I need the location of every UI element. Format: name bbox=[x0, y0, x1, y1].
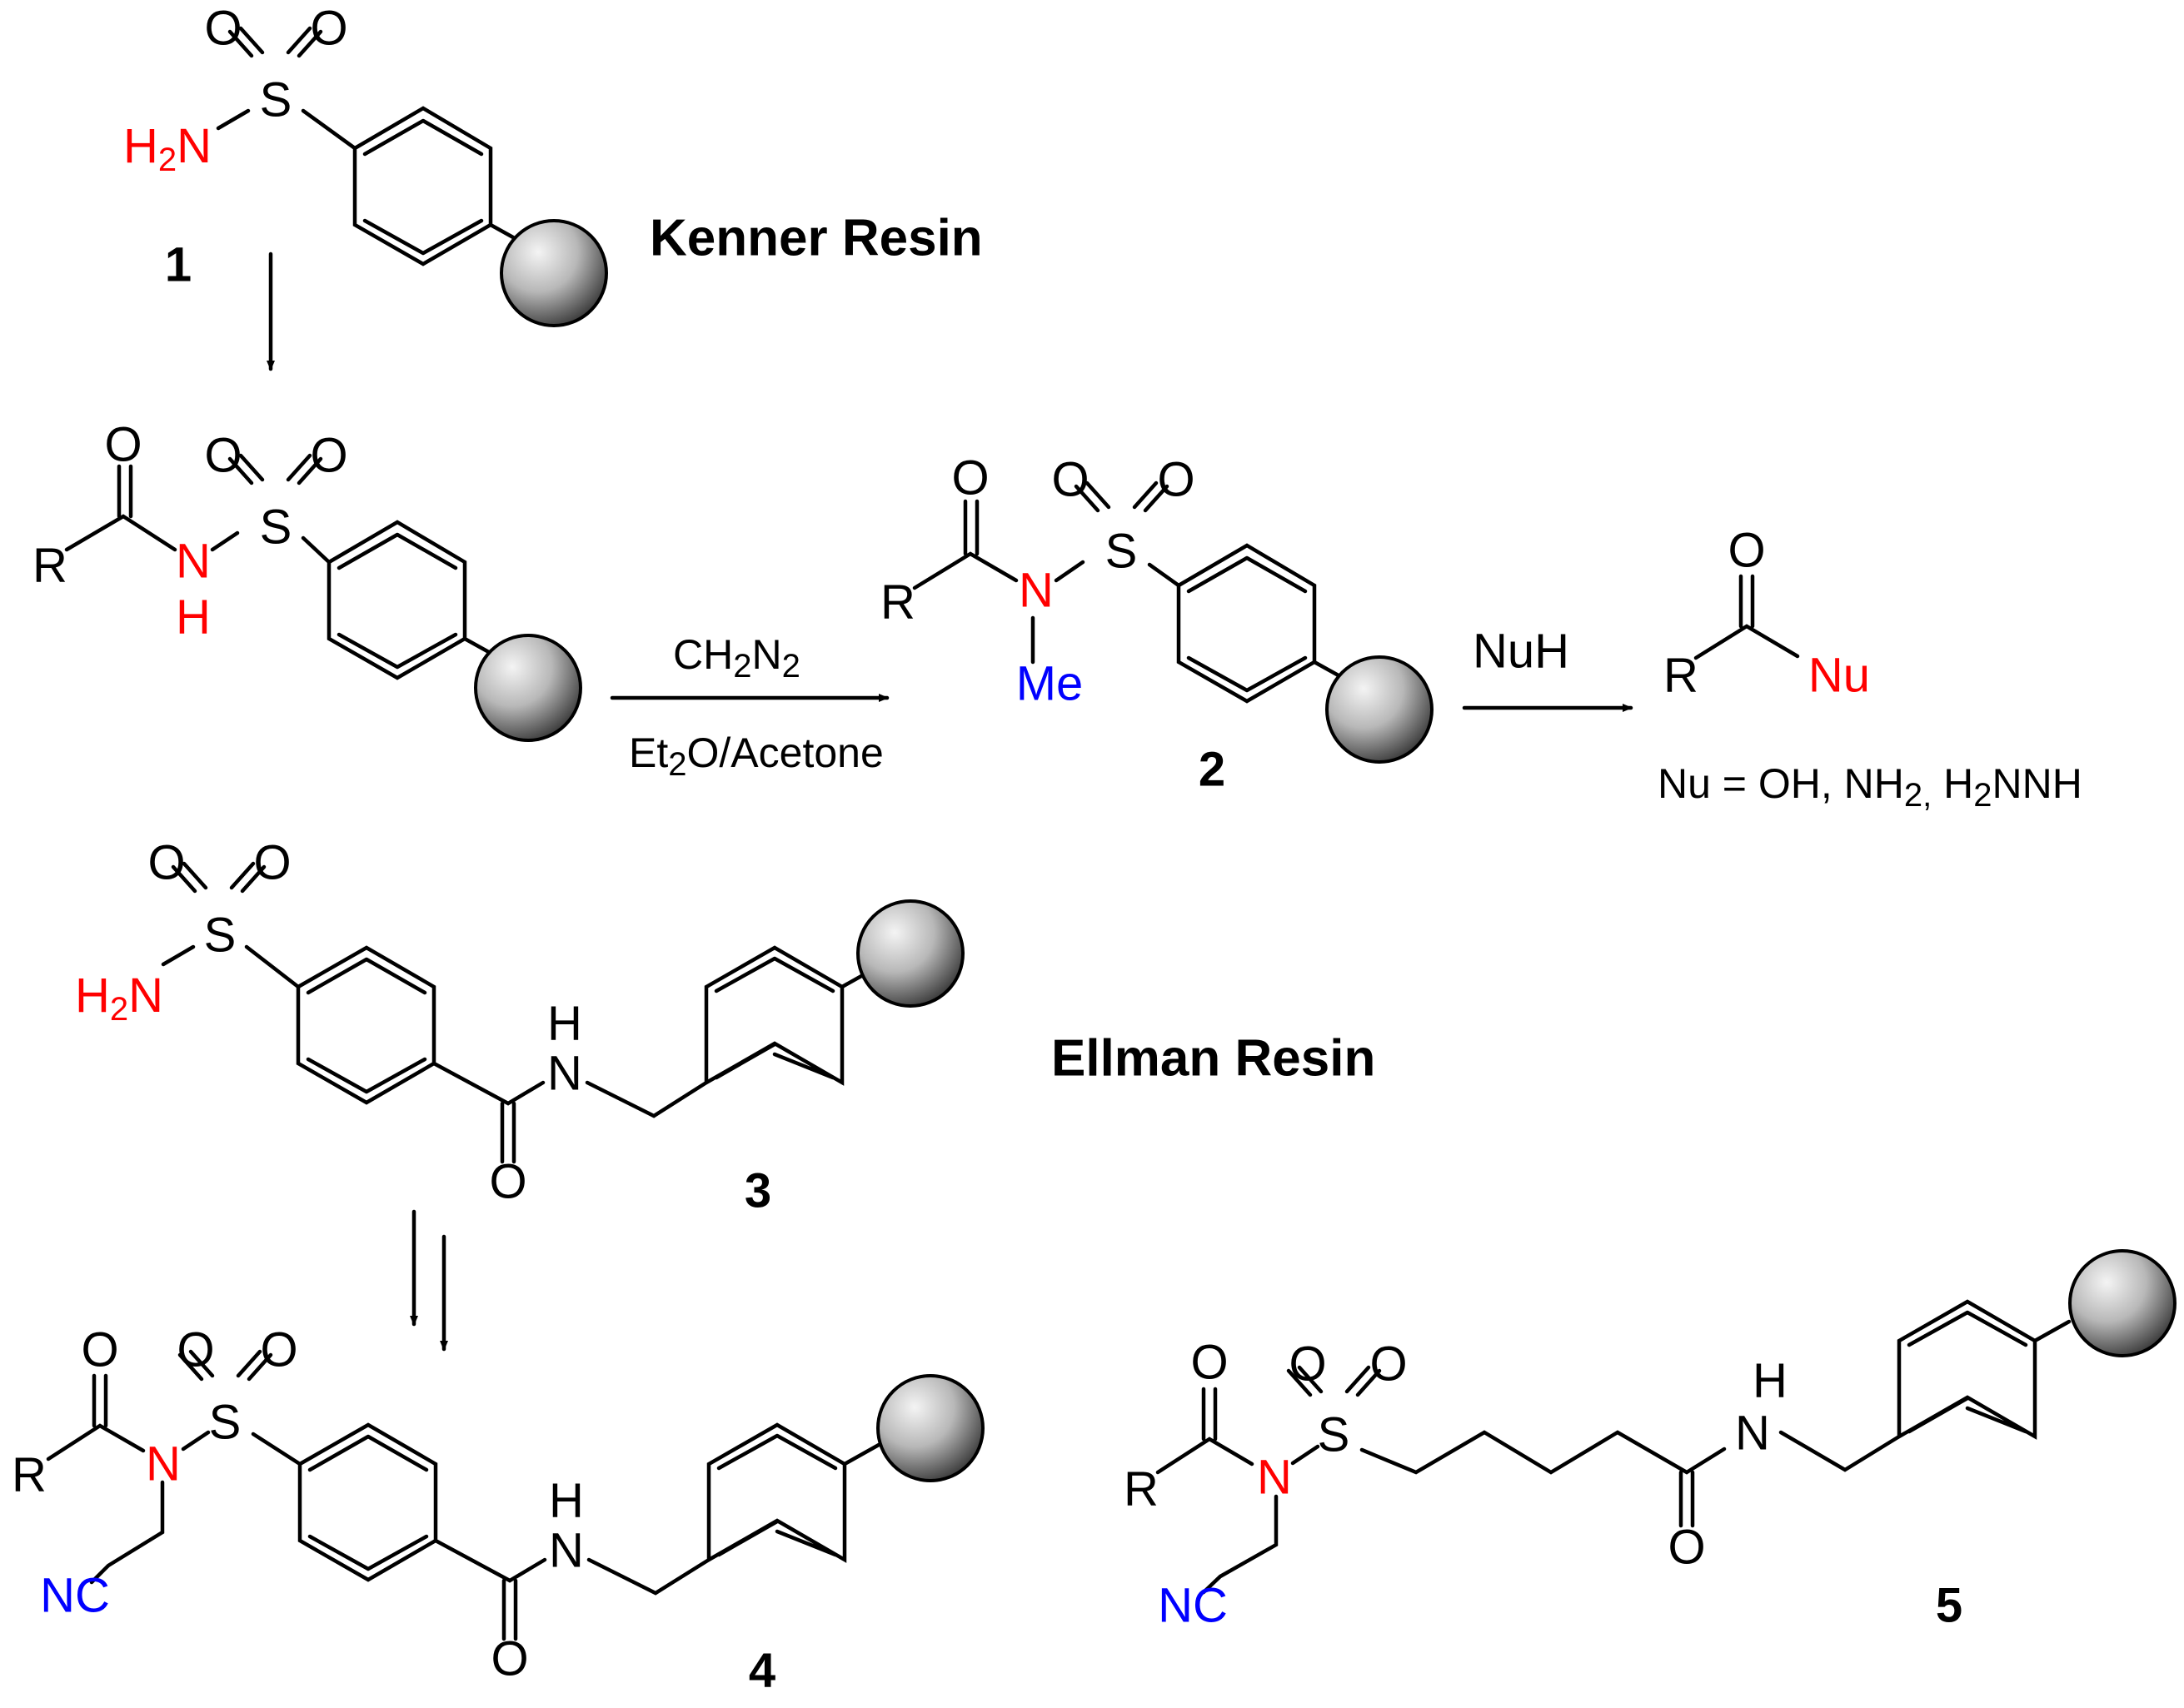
atom-r: R bbox=[12, 1447, 47, 1501]
atom-o: O bbox=[1051, 452, 1089, 506]
reagent-nucleophile: NuH bbox=[1473, 624, 1569, 678]
atom-s: S bbox=[1105, 524, 1138, 578]
atom-o: O bbox=[104, 417, 142, 471]
compound-label-5: 5 bbox=[1936, 1578, 1962, 1632]
atom-n: N bbox=[146, 1437, 181, 1491]
atom-o: O bbox=[177, 1322, 214, 1377]
atom-nh2: H2N bbox=[123, 119, 212, 177]
compound-5 bbox=[1155, 1249, 2177, 1595]
atom-o: O bbox=[253, 835, 291, 889]
atom-o: O bbox=[1728, 523, 1765, 577]
atom-nh2: H2N bbox=[75, 969, 163, 1027]
atom-o: O bbox=[1157, 452, 1194, 506]
compound-2 bbox=[912, 481, 1434, 764]
atom-n: N bbox=[1257, 1450, 1292, 1504]
atom-o: O bbox=[491, 1631, 528, 1686]
compound-label-1: 1 bbox=[165, 237, 192, 291]
atom-o: O bbox=[147, 835, 185, 889]
isocyanide-group: NC bbox=[40, 1568, 110, 1622]
kenner-resin-label: Kenner Resin bbox=[650, 209, 983, 266]
reagent-solvent: Et2O/Acetone bbox=[629, 730, 884, 782]
resin-bead-icon bbox=[2068, 1249, 2177, 1357]
ellman-resin-label: Ellman Resin bbox=[1051, 1029, 1375, 1087]
atom-o: O bbox=[951, 451, 989, 505]
compound-label-4: 4 bbox=[749, 1643, 775, 1697]
atom-o: O bbox=[81, 1322, 118, 1377]
atom-o: O bbox=[260, 1322, 297, 1377]
atom-o: O bbox=[1369, 1337, 1407, 1391]
product-acyl-nu bbox=[1693, 574, 1800, 660]
isocyanide-group: NC bbox=[1158, 1578, 1228, 1632]
methyl-group: Me bbox=[1016, 656, 1084, 710]
compound-1 bbox=[216, 26, 608, 327]
atom-h: H bbox=[176, 590, 211, 644]
atom-o: O bbox=[1190, 1335, 1228, 1389]
resin-bead-icon bbox=[876, 1374, 985, 1482]
atom-r: R bbox=[880, 575, 915, 629]
atom-r: R bbox=[1124, 1462, 1159, 1516]
atom-n: N bbox=[177, 119, 212, 173]
resin-bead-icon bbox=[856, 899, 965, 1008]
atom-o: O bbox=[310, 428, 347, 482]
atom-h: H bbox=[123, 119, 158, 173]
atom-h: H bbox=[547, 996, 582, 1050]
atom-h: H bbox=[549, 1473, 584, 1527]
nucleophile-atom: Nu bbox=[1808, 648, 1870, 702]
atom-o: O bbox=[204, 1, 242, 55]
atom-o: O bbox=[204, 428, 242, 482]
atom-s: S bbox=[204, 908, 237, 962]
atom-n: N bbox=[549, 1523, 584, 1577]
atom-s: S bbox=[260, 500, 292, 554]
atom-o: O bbox=[489, 1154, 526, 1208]
atom-n: N bbox=[547, 1046, 582, 1100]
acyl-sulfonamide bbox=[64, 453, 582, 742]
compound-label-2: 2 bbox=[1199, 742, 1225, 796]
subscript-2: 2 bbox=[158, 142, 177, 178]
compound-4 bbox=[46, 1349, 985, 1641]
atom-o: O bbox=[1289, 1337, 1326, 1391]
atom-s: S bbox=[209, 1395, 242, 1449]
atom-h: H bbox=[1753, 1353, 1788, 1407]
nucleophile-definition: Nu = OH, NH2, H2NNH bbox=[1658, 760, 2082, 813]
atom-n: N bbox=[1019, 563, 1054, 617]
compound-label-3: 3 bbox=[745, 1163, 771, 1218]
resin-bead-icon bbox=[474, 634, 582, 742]
atom-s: S bbox=[260, 72, 292, 127]
resin-bead-icon bbox=[500, 219, 608, 327]
atom-o: O bbox=[310, 1, 347, 55]
reagent-diazomethane: CH2N2 bbox=[673, 631, 800, 684]
compound-3 bbox=[161, 861, 965, 1164]
atom-n: N bbox=[176, 534, 211, 588]
atom-s: S bbox=[1318, 1407, 1350, 1462]
atom-o: O bbox=[1668, 1520, 1705, 1574]
resin-bead-icon bbox=[1325, 655, 1434, 764]
atom-r: R bbox=[1663, 648, 1698, 702]
atom-r: R bbox=[32, 538, 67, 592]
atom-n: N bbox=[1735, 1406, 1770, 1460]
